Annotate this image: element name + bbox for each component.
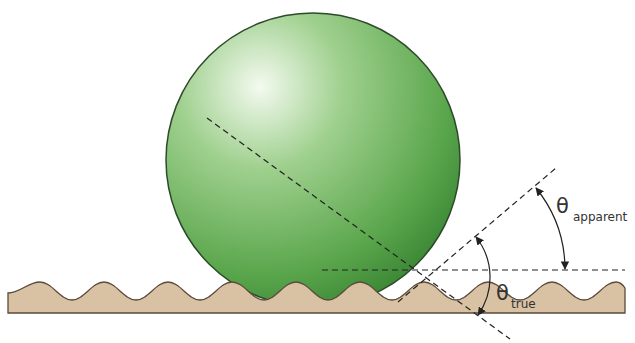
angle-symbol: θ bbox=[496, 283, 509, 304]
horizontal-line bbox=[322, 269, 625, 270]
angle-subscript: true bbox=[511, 298, 536, 310]
angle-symbol: θ bbox=[556, 196, 569, 217]
angle-subscript: apparent bbox=[573, 211, 627, 223]
droplet bbox=[166, 13, 460, 307]
true-normal-line bbox=[207, 118, 510, 339]
true-angle-arc bbox=[476, 237, 490, 315]
rough-surface bbox=[8, 282, 625, 313]
tangent-line bbox=[398, 168, 556, 302]
